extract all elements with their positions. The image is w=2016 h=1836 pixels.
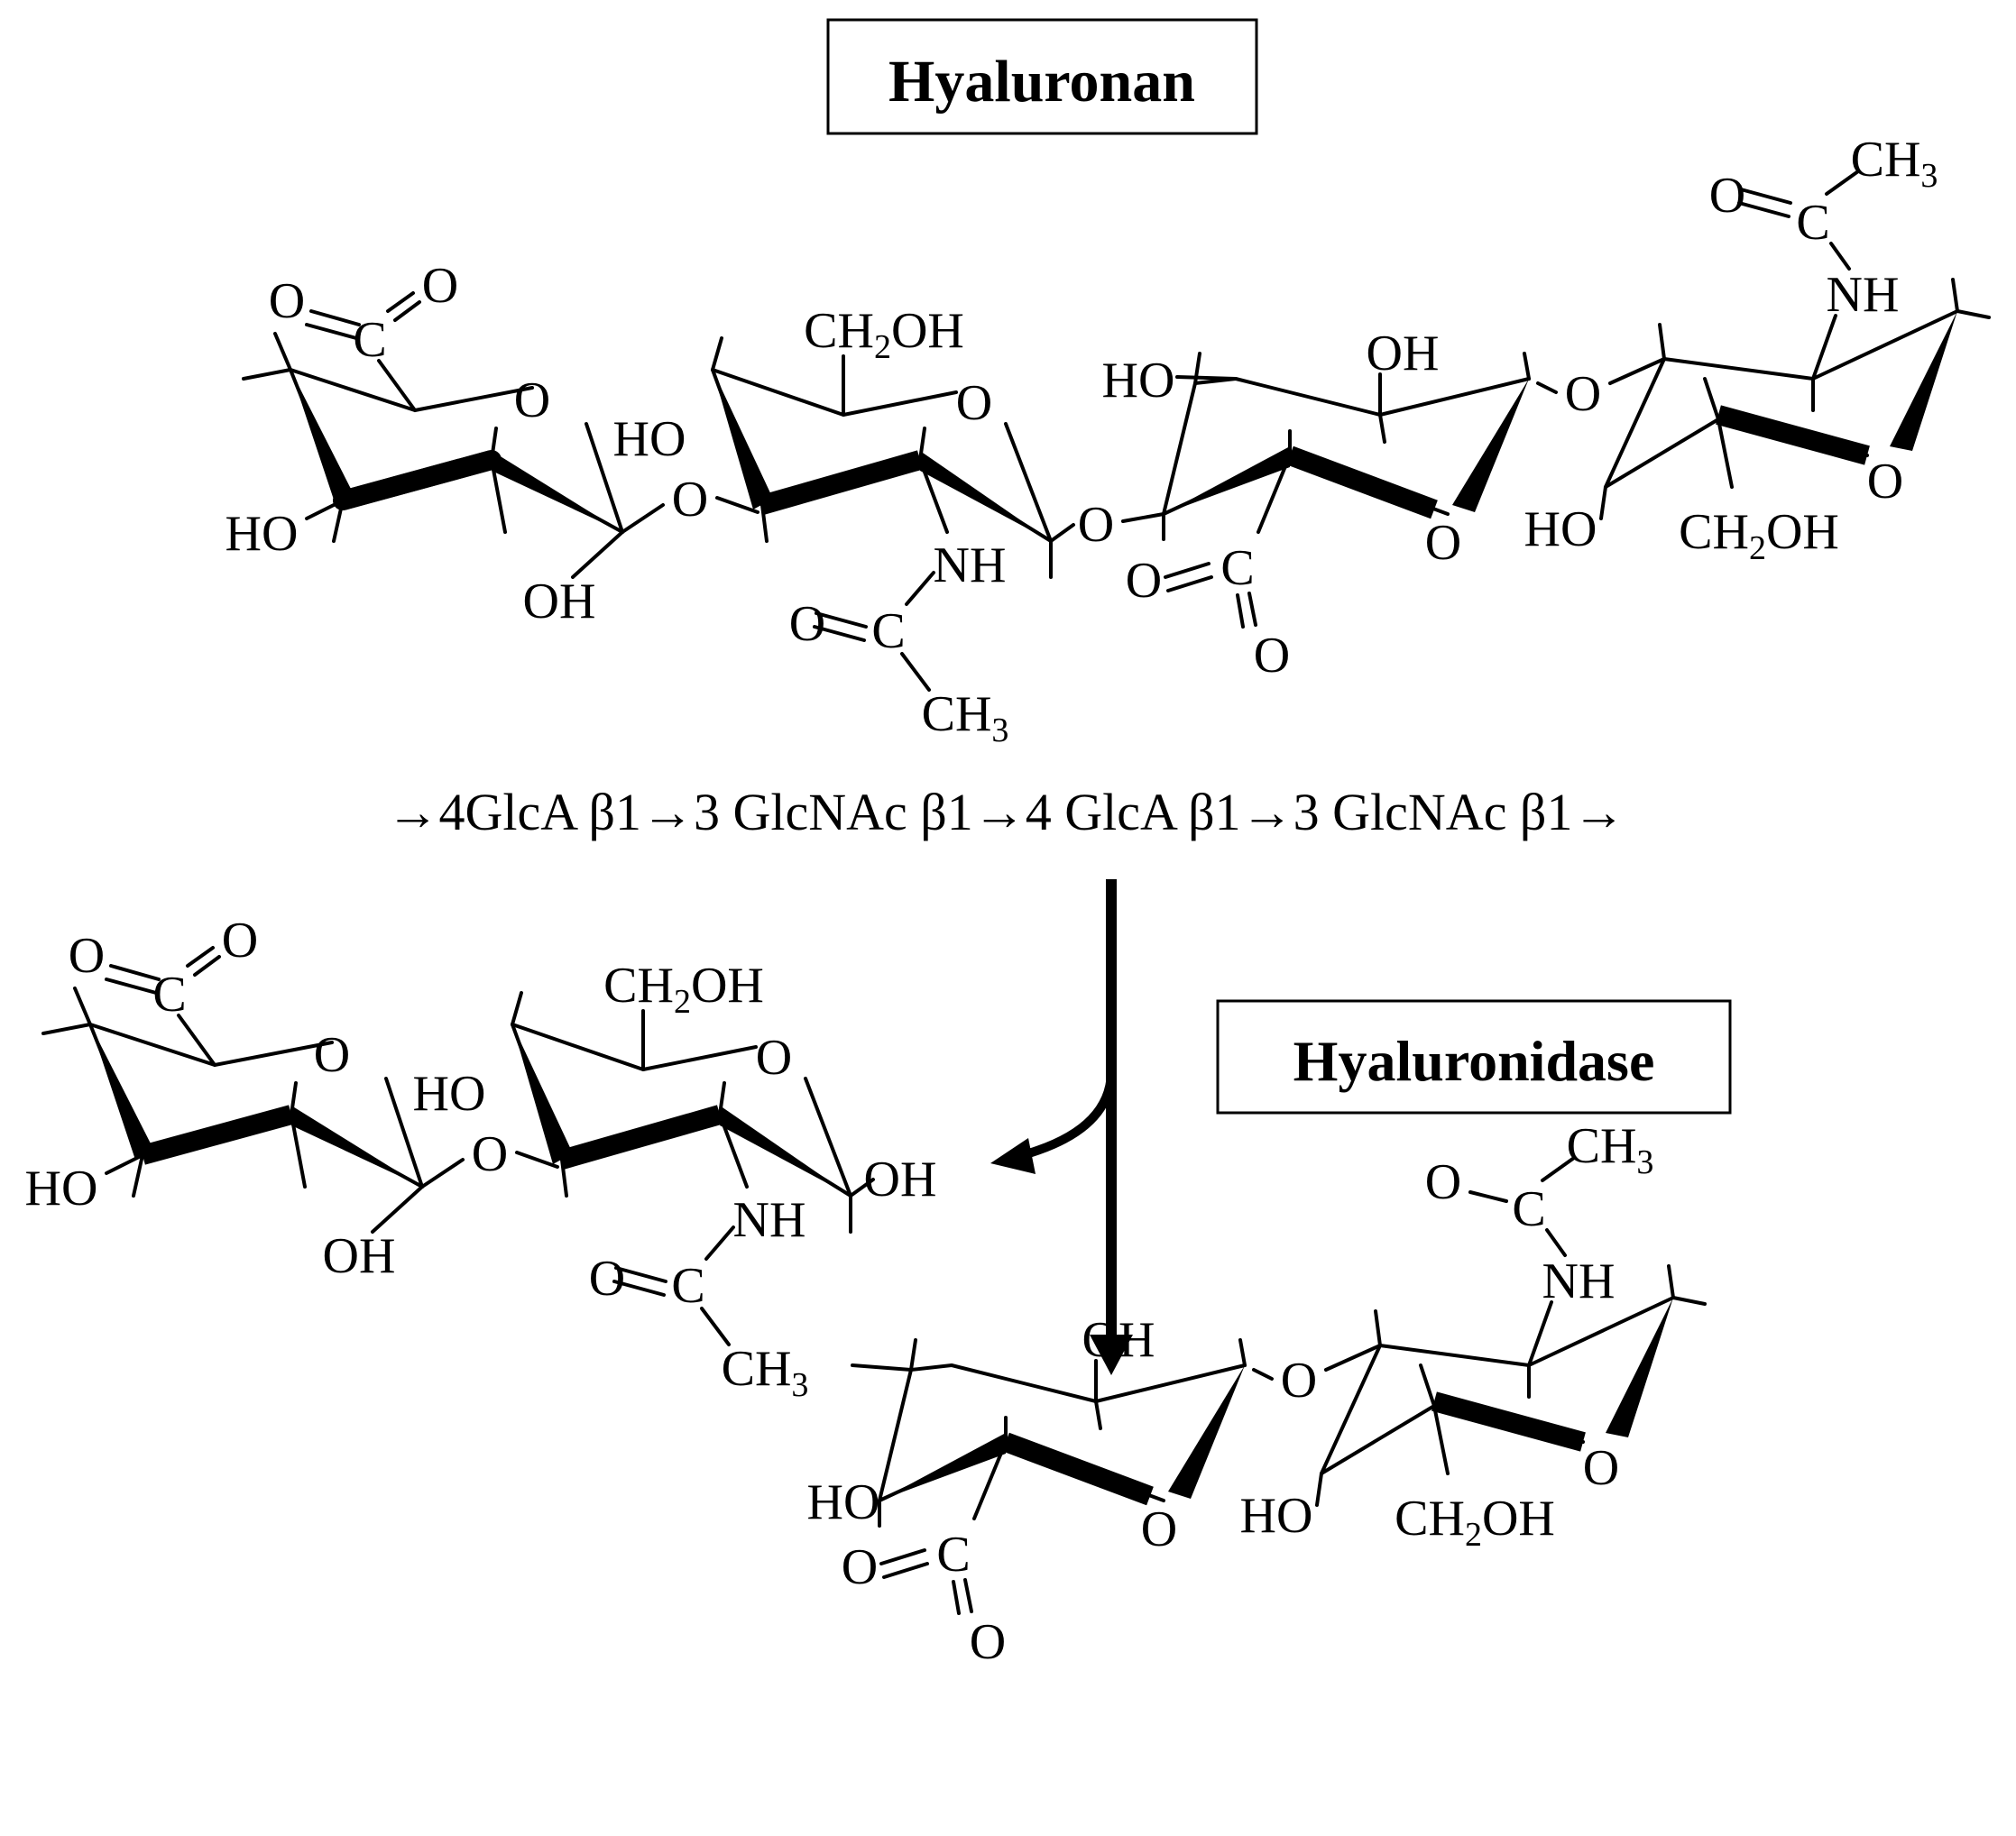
svg-text:C: C [353, 312, 386, 368]
ring-oxygen: O [1867, 454, 1903, 509]
left-arrowhead [990, 1138, 1036, 1174]
svg-text:C: C [1796, 195, 1829, 251]
svg-text:OH: OH [323, 1228, 396, 1284]
svg-text:O: O [1126, 553, 1162, 609]
svg-text:O: O [1254, 628, 1290, 684]
ch2oh-group: CH2OH [1679, 504, 1839, 567]
svg-text:CH3: CH3 [722, 1341, 809, 1404]
svg-text:O: O [756, 1030, 792, 1086]
hydroxyl: OH [523, 574, 596, 629]
methyl-group: CH3 [922, 686, 1009, 749]
methyl-group: CH3 [1851, 132, 1938, 195]
hydroxyl: HO [613, 411, 686, 467]
hydroxyl: HO [226, 506, 299, 562]
glca-ring-2: HO OH O O C O [1102, 326, 1531, 684]
svg-text:O: O [269, 273, 305, 329]
svg-text:O: O [1709, 168, 1745, 224]
product-disaccharide-right: HO OH O O C O O O HO CH2OH NH C O CH3 [807, 1118, 1707, 1670]
hydroxyl: HO [807, 1474, 880, 1530]
svg-text:C: C [152, 967, 186, 1023]
hydroxyl: OH [1367, 326, 1440, 381]
hyaluronan-title-box: Hyaluronan [826, 18, 1258, 135]
svg-text:C: C [871, 603, 905, 659]
svg-text:NH: NH [1542, 1253, 1616, 1309]
svg-text:O: O [789, 596, 825, 652]
svg-text:O: O [314, 1027, 350, 1083]
reducing-end-hydroxyl: OH [864, 1152, 937, 1207]
linkage-sequence: →4GlcA β1→3 GlcNAc β1→4 GlcA β1→3 GlcNAc… [387, 783, 1625, 841]
hyaluronan-polymer-structure: O O C O HO OH O O CH2OH HO [226, 132, 1991, 749]
hyaluronidase-title: Hyaluronidase [1293, 1029, 1655, 1093]
amide-nh: NH [934, 537, 1007, 593]
svg-text:O: O [1425, 1154, 1461, 1210]
svg-text:C: C [671, 1258, 704, 1314]
ring-oxygen: O [956, 375, 992, 431]
glca-ring-1: O O C O HO OH [226, 258, 665, 629]
svg-text:O: O [970, 1614, 1006, 1670]
svg-text:O: O [472, 1126, 508, 1182]
glcnac-ring-2: O HO CH2OH NH C O CH3 [1524, 132, 1991, 567]
svg-text:O: O [842, 1539, 878, 1595]
svg-text:CH2OH: CH2OH [603, 958, 764, 1021]
svg-text:CH3: CH3 [1567, 1118, 1654, 1181]
svg-text:HO: HO [1240, 1488, 1313, 1544]
product-disaccharide-left: O O C O HO OH O O CH2OH HO NH C O CH3 OH [25, 913, 937, 1404]
hyaluronan-title: Hyaluronan [888, 49, 1195, 115]
svg-text:OH: OH [1082, 1312, 1155, 1368]
glycosidic-oxygen: O [1565, 366, 1601, 422]
svg-text:C: C [1512, 1181, 1545, 1237]
svg-text:C: C [936, 1527, 970, 1583]
hydroxyl: HO [1524, 501, 1597, 557]
svg-text:CH2OH: CH2OH [1395, 1491, 1555, 1554]
svg-text:O: O [1281, 1353, 1317, 1409]
svg-text:O: O [1583, 1440, 1619, 1496]
svg-text:C: C [1220, 540, 1254, 596]
ch2oh-group: CH2OH [804, 303, 964, 366]
glycosidic-oxygen: O [672, 472, 708, 528]
amide-nh: NH [1827, 267, 1900, 323]
svg-text:HO: HO [25, 1161, 98, 1216]
ring-oxygen: O [514, 372, 550, 428]
hydroxyl: HO [1102, 353, 1175, 409]
svg-text:NH: NH [733, 1192, 806, 1248]
ring-oxygen: O [1425, 515, 1461, 571]
svg-text:O: O [69, 928, 105, 984]
glycosidic-oxygen: O [1078, 497, 1114, 553]
hyaluronidase-label-box: Hyaluronidase [1216, 999, 1732, 1115]
down-arrowhead [1090, 1335, 1133, 1375]
svg-text:HO: HO [413, 1066, 486, 1122]
svg-text:O: O [422, 258, 458, 314]
svg-text:O: O [589, 1251, 625, 1307]
svg-text:O: O [222, 913, 258, 968]
cleavage-arrow [990, 879, 1133, 1375]
svg-text:O: O [1141, 1501, 1177, 1557]
